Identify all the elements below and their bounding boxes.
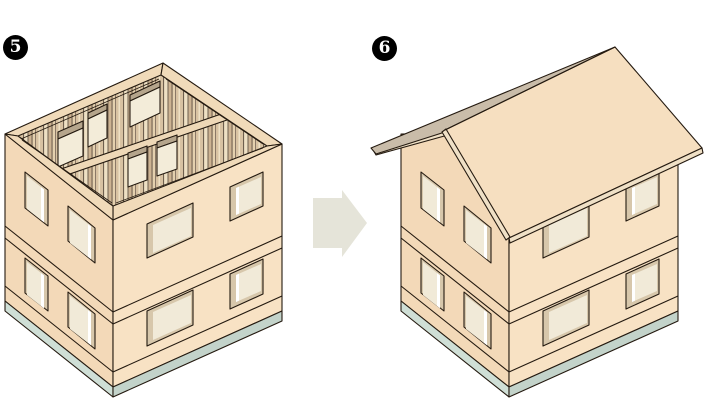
step-6-label: 6 xyxy=(378,38,391,58)
house-without-roof-illustration xyxy=(4,62,283,398)
window xyxy=(24,257,49,312)
wall-top-plates xyxy=(4,62,283,221)
roof-ridge-line xyxy=(444,46,616,131)
window xyxy=(542,289,590,347)
foundation xyxy=(400,300,679,398)
window xyxy=(67,205,96,264)
floor-band xyxy=(400,225,679,373)
stud-window-opening xyxy=(156,140,178,177)
windows-southwest-face xyxy=(24,171,96,350)
windows-southeast-face xyxy=(146,171,264,347)
window xyxy=(146,289,194,347)
stud-window-opening xyxy=(127,151,148,188)
foundation xyxy=(4,300,283,398)
house-with-roof-illustration xyxy=(370,46,704,398)
step-number-badge-5: 5 xyxy=(3,35,28,60)
stud-window-opening xyxy=(87,109,108,148)
step-5-label: 5 xyxy=(9,37,22,57)
top-plate-southwest xyxy=(4,133,114,221)
stud-window-opening xyxy=(57,127,84,168)
window xyxy=(463,205,492,264)
interior-stud-framing xyxy=(18,75,267,206)
window xyxy=(463,291,492,350)
foundation-right-face xyxy=(112,310,283,398)
windows-southwest-face xyxy=(420,171,492,350)
arrow-right-icon xyxy=(313,190,367,257)
window xyxy=(24,171,49,227)
window xyxy=(229,258,264,310)
floor-band xyxy=(4,225,283,373)
window xyxy=(625,258,660,310)
window xyxy=(146,202,194,259)
stud-window-opening xyxy=(129,86,161,128)
window xyxy=(229,171,264,222)
foundation-right-face xyxy=(508,310,679,398)
roof-eave-fascia xyxy=(508,147,704,244)
step-number-badge-6: 6 xyxy=(372,36,397,61)
window xyxy=(420,171,445,227)
roof-rake-board xyxy=(441,128,511,241)
window xyxy=(420,257,445,312)
window xyxy=(67,291,96,350)
windows-southeast-face xyxy=(542,171,660,347)
gable-roof xyxy=(370,46,704,244)
arrow-right-shape xyxy=(313,190,367,257)
